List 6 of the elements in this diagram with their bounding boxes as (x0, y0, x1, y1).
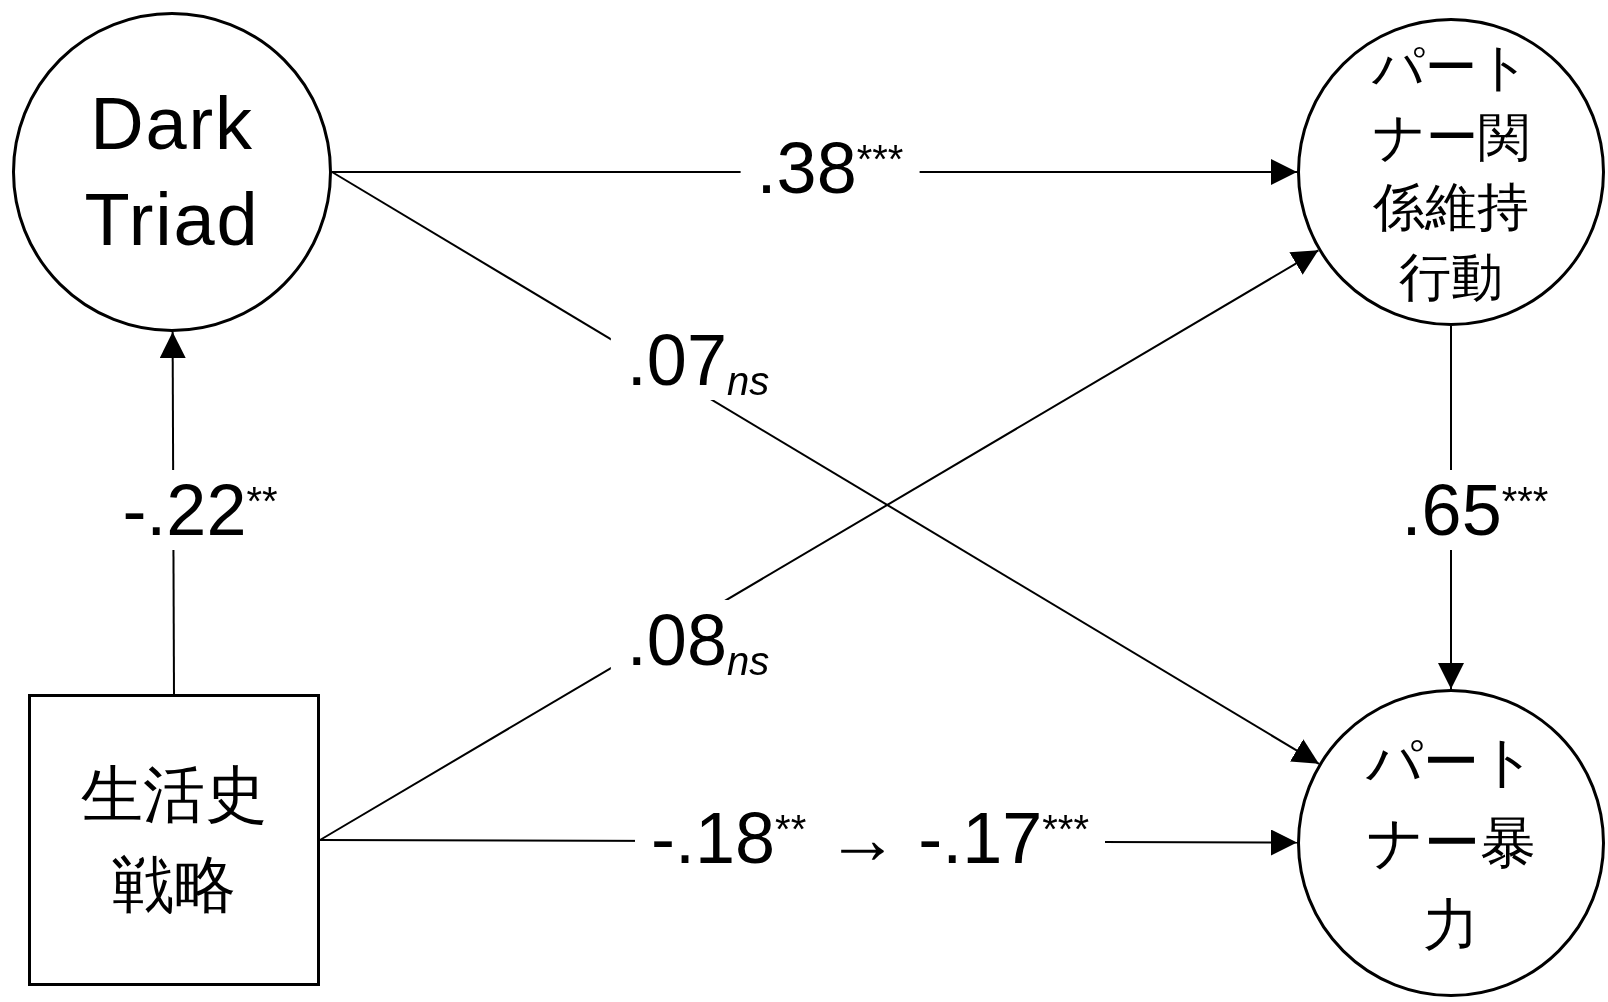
node-label: パートナー暴力 (1365, 729, 1537, 958)
node-label: Dark Triad (83, 80, 261, 263)
observed-variable-box (28, 694, 320, 986)
arrow (331, 171, 1320, 765)
node-label: パートナー関係維持行動 (1371, 36, 1531, 309)
node-label: 生活史戦略 (80, 759, 268, 921)
